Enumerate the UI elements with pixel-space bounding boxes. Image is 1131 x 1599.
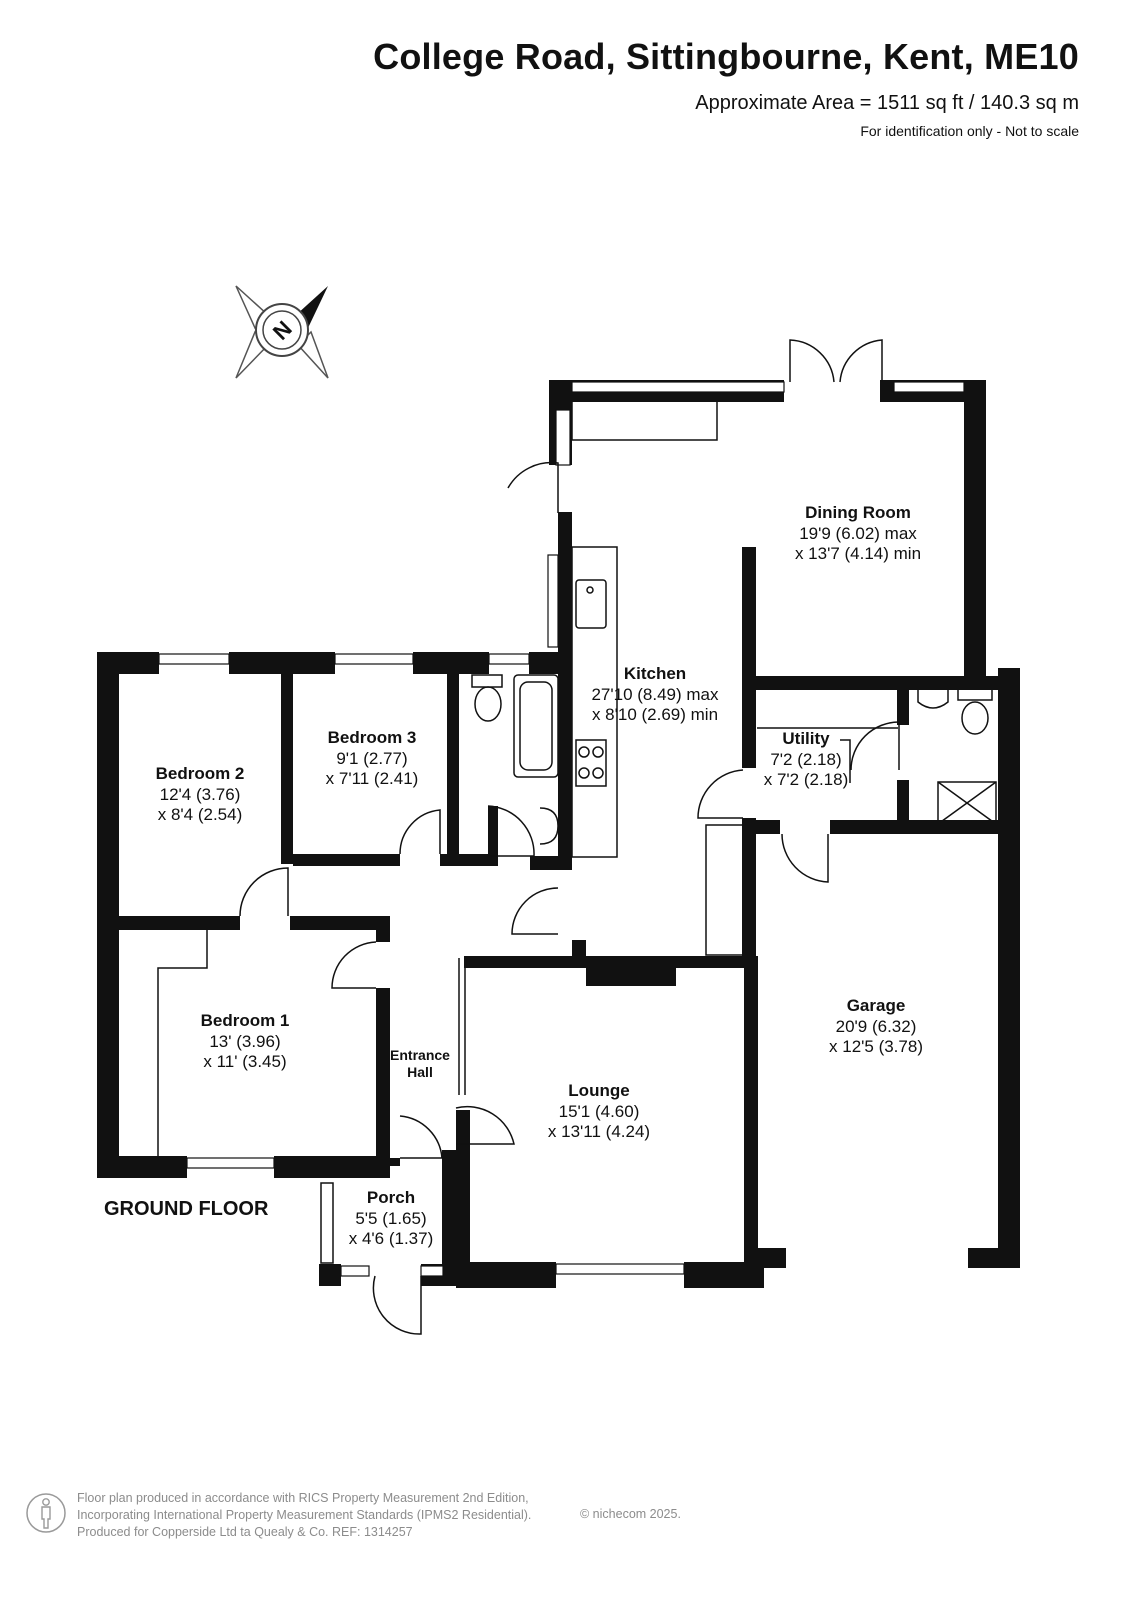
room-name: Bedroom 1 xyxy=(201,1011,290,1030)
room-dimension: 15'1 (4.60) xyxy=(559,1102,640,1121)
room-dimension: x 8'4 (2.54) xyxy=(158,805,243,824)
room-dimension: 13' (3.96) xyxy=(209,1032,280,1051)
room-dimension: x 12'5 (3.78) xyxy=(829,1037,923,1056)
room-dimension: x 7'11 (2.41) xyxy=(326,769,419,788)
room-name: Utility xyxy=(782,729,830,748)
room-entrance-hall: Entrance Hall xyxy=(390,1047,450,1080)
room-dimension: x 4'6 (1.37) xyxy=(349,1229,434,1248)
room-bedroom-1: Bedroom 1 13' (3.96) x 11' (3.45) xyxy=(201,1011,290,1071)
person-icon xyxy=(26,1493,66,1533)
room-porch: Porch 5'5 (1.65) x 4'6 (1.37) xyxy=(349,1188,434,1248)
room-name: Hall xyxy=(407,1064,433,1080)
room-garage: Garage 20'9 (6.32) x 12'5 (3.78) xyxy=(829,996,923,1056)
room-dimension: 20'9 (6.32) xyxy=(836,1017,917,1036)
room-dimension: 9'1 (2.77) xyxy=(336,749,407,768)
walls xyxy=(97,380,1020,1288)
room-dimension: x 11' (3.45) xyxy=(203,1052,286,1071)
room-dimension: 5'5 (1.65) xyxy=(355,1209,426,1228)
room-name: Dining Room xyxy=(805,503,911,522)
scale-note: For identification only - Not to scale xyxy=(860,123,1079,139)
floor-label: GROUND FLOOR xyxy=(104,1198,269,1220)
room-dining: Dining Room 19'9 (6.02) max x 13'7 (4.14… xyxy=(795,503,921,563)
room-name: Lounge xyxy=(568,1081,629,1100)
windows xyxy=(158,381,965,1277)
room-dimension: 12'4 (3.76) xyxy=(160,785,241,804)
room-bedroom-3: Bedroom 3 9'1 (2.77) x 7'11 (2.41) xyxy=(326,728,419,788)
room-dimension: x 13'7 (4.14) min xyxy=(795,544,921,563)
footer-brand: © nichecom 2025. xyxy=(580,1507,681,1521)
room-name: Bedroom 3 xyxy=(328,728,417,747)
room-dimension: 27'10 (8.49) max xyxy=(591,685,719,704)
room-dimension: x 13'11 (4.24) xyxy=(548,1122,650,1141)
room-name: Kitchen xyxy=(624,664,686,683)
room-dimension: x 7'2 (2.18) xyxy=(764,770,849,789)
compass-icon: N xyxy=(235,285,329,379)
footer-credits: Floor plan produced in accordance with R… xyxy=(77,1490,531,1541)
room-dimension: x 8'10 (2.69) min xyxy=(592,705,718,724)
footer-line: Produced for Copperside Ltd ta Quealy & … xyxy=(77,1525,413,1539)
room-utility: Utility 7'2 (2.18) x 7'2 (2.18) xyxy=(764,729,849,789)
room-dimension: 7'2 (2.18) xyxy=(770,750,841,769)
room-lounge: Lounge 15'1 (4.60) x 13'11 (4.24) xyxy=(548,1081,650,1141)
room-bedroom-2: Bedroom 2 12'4 (3.76) x 8'4 (2.54) xyxy=(156,764,245,824)
door-swings xyxy=(239,339,900,1335)
room-name: Garage xyxy=(847,996,906,1015)
area-summary: Approximate Area = 1511 sq ft / 140.3 sq… xyxy=(695,92,1079,114)
room-dimension: 19'9 (6.02) max xyxy=(799,524,917,543)
room-name: Porch xyxy=(367,1188,415,1207)
room-name: Bedroom 2 xyxy=(156,764,245,783)
footer-line: Floor plan produced in accordance with R… xyxy=(77,1491,529,1505)
plan-title: College Road, Sittingbourne, Kent, ME10 xyxy=(373,36,1079,77)
room-kitchen: Kitchen 27'10 (8.49) max x 8'10 (2.69) m… xyxy=(591,664,719,724)
room-name: Entrance xyxy=(390,1047,450,1063)
footer-line: Incorporating International Property Mea… xyxy=(77,1508,532,1522)
